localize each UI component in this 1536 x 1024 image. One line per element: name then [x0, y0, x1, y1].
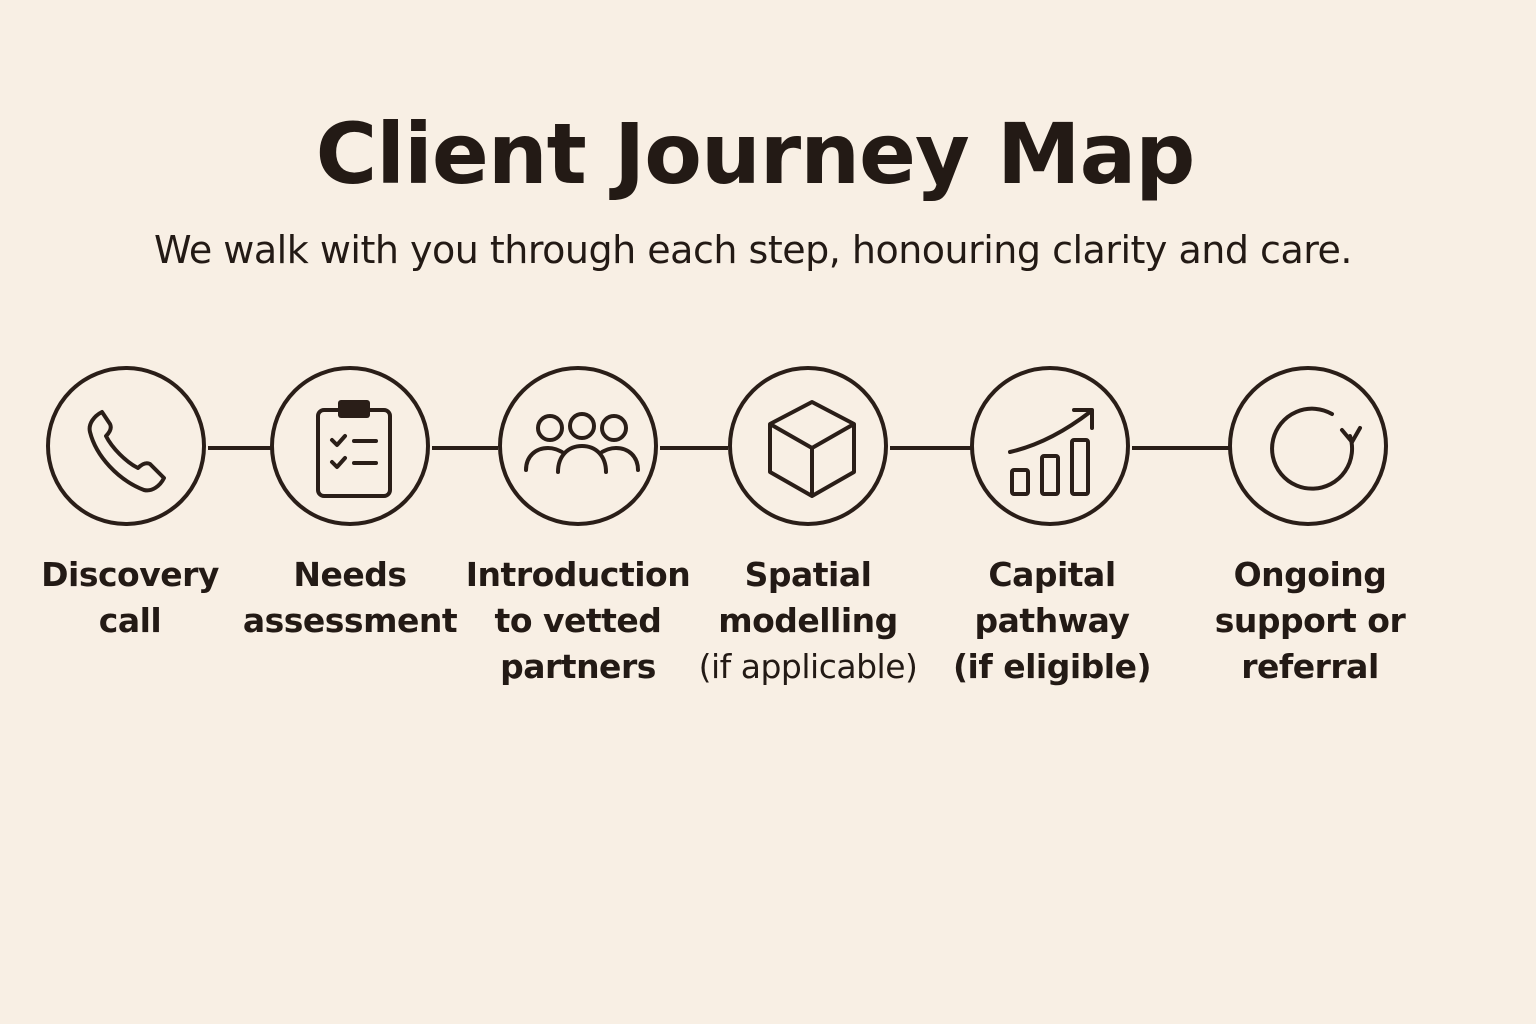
- step-2-line-2: assessment: [242, 601, 458, 640]
- clipboard-checklist-icon: [316, 400, 392, 498]
- step-6-line-2: support or: [1214, 601, 1406, 640]
- people-group-icon: [524, 412, 640, 474]
- step-3-line-1: Introduction: [465, 555, 691, 594]
- cube-icon: [768, 400, 856, 498]
- step-1-line-1: Discovery: [41, 555, 219, 594]
- page-subtitle: We walk with you through each step, hono…: [154, 228, 1352, 272]
- step-4-label: Spatial modelling (if applicable): [688, 552, 928, 690]
- step-5-line-3: (if eligible): [952, 647, 1152, 686]
- step-3-label: Introduction to vetted partners: [458, 552, 698, 690]
- step-6-line-3: referral: [1241, 647, 1379, 686]
- step-3-line-2: to vetted: [494, 601, 662, 640]
- step-2-circle: [270, 366, 430, 526]
- step-2-label: Needs assessment: [230, 552, 470, 644]
- step-6-circle: [1228, 366, 1388, 526]
- step-2-line-1: Needs: [293, 555, 407, 594]
- refresh-cycle-icon: [1270, 406, 1362, 491]
- step-4-line-1: Spatial: [744, 555, 872, 594]
- step-6-line-1: Ongoing: [1233, 555, 1387, 594]
- step-3-circle: [498, 366, 658, 526]
- growth-chart-icon: [1008, 408, 1094, 496]
- step-1-label: Discovery call: [10, 552, 250, 644]
- step-6-label: Ongoing support or referral: [1190, 552, 1430, 690]
- step-4-circle: [728, 366, 888, 526]
- step-1-line-2: call: [98, 601, 162, 640]
- step-4-line-3: (if applicable): [698, 647, 918, 686]
- step-3-line-3: partners: [500, 647, 656, 686]
- step-5-label: Capital pathway (if eligible): [932, 552, 1172, 690]
- step-4-line-2: modelling: [718, 601, 898, 640]
- step-5-line-1: Capital: [988, 555, 1116, 594]
- step-5-line-2: pathway: [974, 601, 1130, 640]
- step-1-circle: [46, 366, 206, 526]
- page-title: Client Journey Map: [315, 105, 1196, 203]
- step-5-circle: [970, 366, 1130, 526]
- phone-icon: [87, 410, 166, 493]
